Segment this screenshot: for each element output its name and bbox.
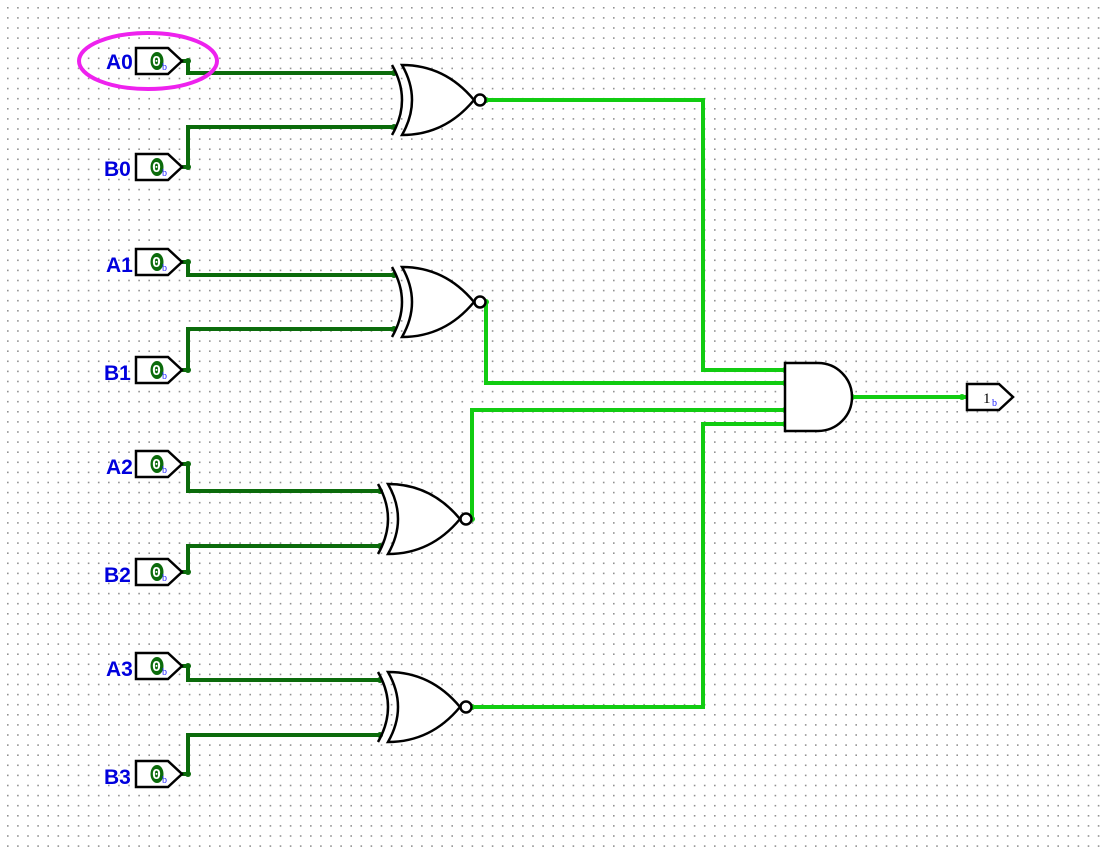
wire-xnor2-out[interactable] [470, 408, 785, 519]
pin-value: 0 [152, 160, 161, 177]
pin-state-indicator [150, 765, 164, 783]
pin-label: B2 [104, 564, 131, 587]
wire-junction [185, 58, 191, 64]
pin-value: 0 [152, 255, 161, 272]
pin-label: A2 [106, 456, 133, 479]
xnor-gate-2[interactable] [376, 482, 473, 556]
inversion-bubble [473, 93, 487, 107]
pin-label: A1 [106, 254, 133, 277]
pin-radix: b [162, 263, 167, 274]
pin-state-indicator [150, 158, 164, 176]
pin-label: A0 [106, 51, 133, 74]
output-pin[interactable]: 1 b [965, 382, 1015, 412]
output-value: 1 [983, 391, 991, 407]
pin-value: 0 [152, 457, 161, 474]
pin-value: 0 [152, 767, 161, 784]
pin-radix: b [162, 667, 167, 678]
pin-radix: b [162, 168, 167, 179]
highlight-ellipse [77, 31, 219, 91]
input-pin-b0[interactable]: B0 0 b [104, 152, 184, 182]
inversion-bubble [459, 512, 473, 526]
inversion-bubble [473, 295, 487, 309]
output-radix: b [992, 398, 997, 409]
input-pin-a3[interactable]: A3 0 b [106, 651, 184, 681]
wire-junction [185, 461, 191, 467]
wire-junction [185, 367, 191, 373]
pin-state-indicator [150, 253, 164, 271]
pin-radix: b [162, 775, 167, 786]
wire-junction [959, 394, 965, 400]
pin-value: 0 [152, 54, 161, 71]
pin-radix: b [162, 62, 167, 73]
inversion-bubble [459, 700, 473, 714]
wire-xnor0-out[interactable] [486, 98, 785, 372]
xnor-gate-3[interactable] [376, 670, 473, 744]
wire-junction [185, 663, 191, 669]
pin-state-indicator [150, 563, 164, 581]
input-pin-a2[interactable]: A2 0 b [106, 449, 184, 479]
wire-junction [185, 164, 191, 170]
wire-junction [185, 569, 191, 575]
pin-label: B3 [104, 766, 131, 789]
xnor-gate-0[interactable] [390, 63, 487, 137]
pin-state-indicator [150, 361, 164, 379]
input-pin-a1[interactable]: A1 0 b [106, 247, 184, 277]
pin-value: 0 [152, 659, 161, 676]
pin-state-indicator [150, 657, 164, 675]
wire-junction [185, 771, 191, 777]
wire-xnor1-out[interactable] [484, 302, 785, 385]
pin-radix: b [162, 371, 167, 382]
pin-label: B0 [104, 158, 131, 181]
pin-radix: b [162, 573, 167, 584]
pin-state-indicator [150, 52, 164, 70]
pin-label: A3 [106, 658, 133, 681]
pin-state-indicator [150, 455, 164, 473]
and-gate[interactable] [783, 361, 854, 433]
input-pin-b3[interactable]: B3 0 b [104, 759, 184, 789]
wire-junction [185, 259, 191, 265]
pin-value: 0 [152, 565, 161, 582]
input-pin-b2[interactable]: B2 0 b [104, 557, 184, 587]
wire-xnor3-out[interactable] [472, 422, 785, 709]
xnor-gate-1[interactable] [390, 265, 487, 339]
pin-radix: b [162, 465, 167, 476]
input-pin-b1[interactable]: B1 0 b [104, 355, 184, 385]
pin-value: 0 [152, 363, 161, 380]
input-pin-a0[interactable]: A0 0 b [106, 46, 184, 76]
pin-label: B1 [104, 362, 131, 385]
